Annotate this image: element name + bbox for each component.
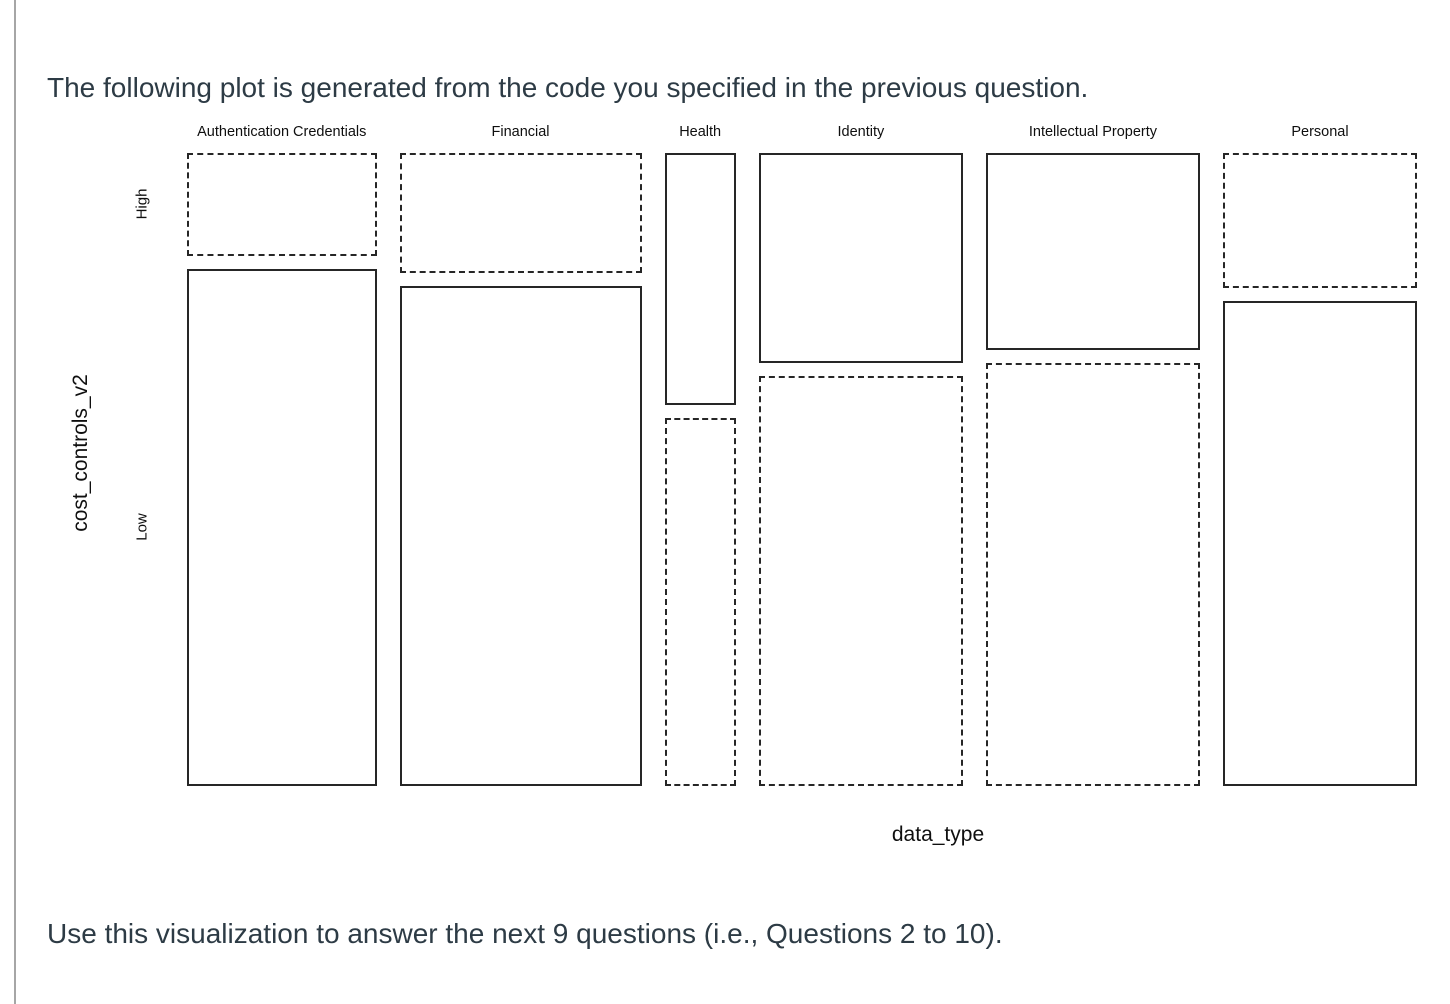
y-tick-label-low: Low (133, 513, 151, 542)
mosaic-cell-low-4 (758, 376, 963, 786)
left-border-divider (14, 0, 16, 1004)
y-axis-label: cost_controls_v2 (69, 374, 92, 532)
mosaic-cell-high-2 (399, 153, 642, 274)
mosaic-cell-low-3 (664, 418, 736, 786)
mosaic-cell-high-1 (187, 153, 377, 256)
y-tick-label-high: High (133, 189, 151, 220)
column-label-1: Authentication Credentials (197, 124, 367, 140)
column-label-3: Health (679, 124, 722, 140)
column-label-4: Identity (837, 124, 885, 140)
mosaic-cell-high-5 (985, 153, 1200, 350)
column-label-2: Financial (491, 124, 550, 140)
mosaic-cell-low-1 (187, 268, 377, 786)
mosaic-cell-low-6 (1222, 301, 1417, 786)
column-label-6: Personal (1291, 124, 1349, 140)
mosaic-cell-low-2 (399, 286, 642, 786)
mosaic-cell-high-3 (664, 153, 736, 406)
mosaic-cell-low-5 (985, 362, 1200, 786)
x-axis-label: data_type (891, 823, 985, 846)
outro-text: Use this visualization to answer the nex… (47, 918, 1003, 949)
mosaic-cell-high-6 (1222, 153, 1417, 289)
mosaic-cell-high-4 (758, 153, 963, 364)
intro-text: The following plot is generated from the… (47, 72, 1089, 103)
column-label-5: Intellectual Property (1028, 124, 1158, 140)
